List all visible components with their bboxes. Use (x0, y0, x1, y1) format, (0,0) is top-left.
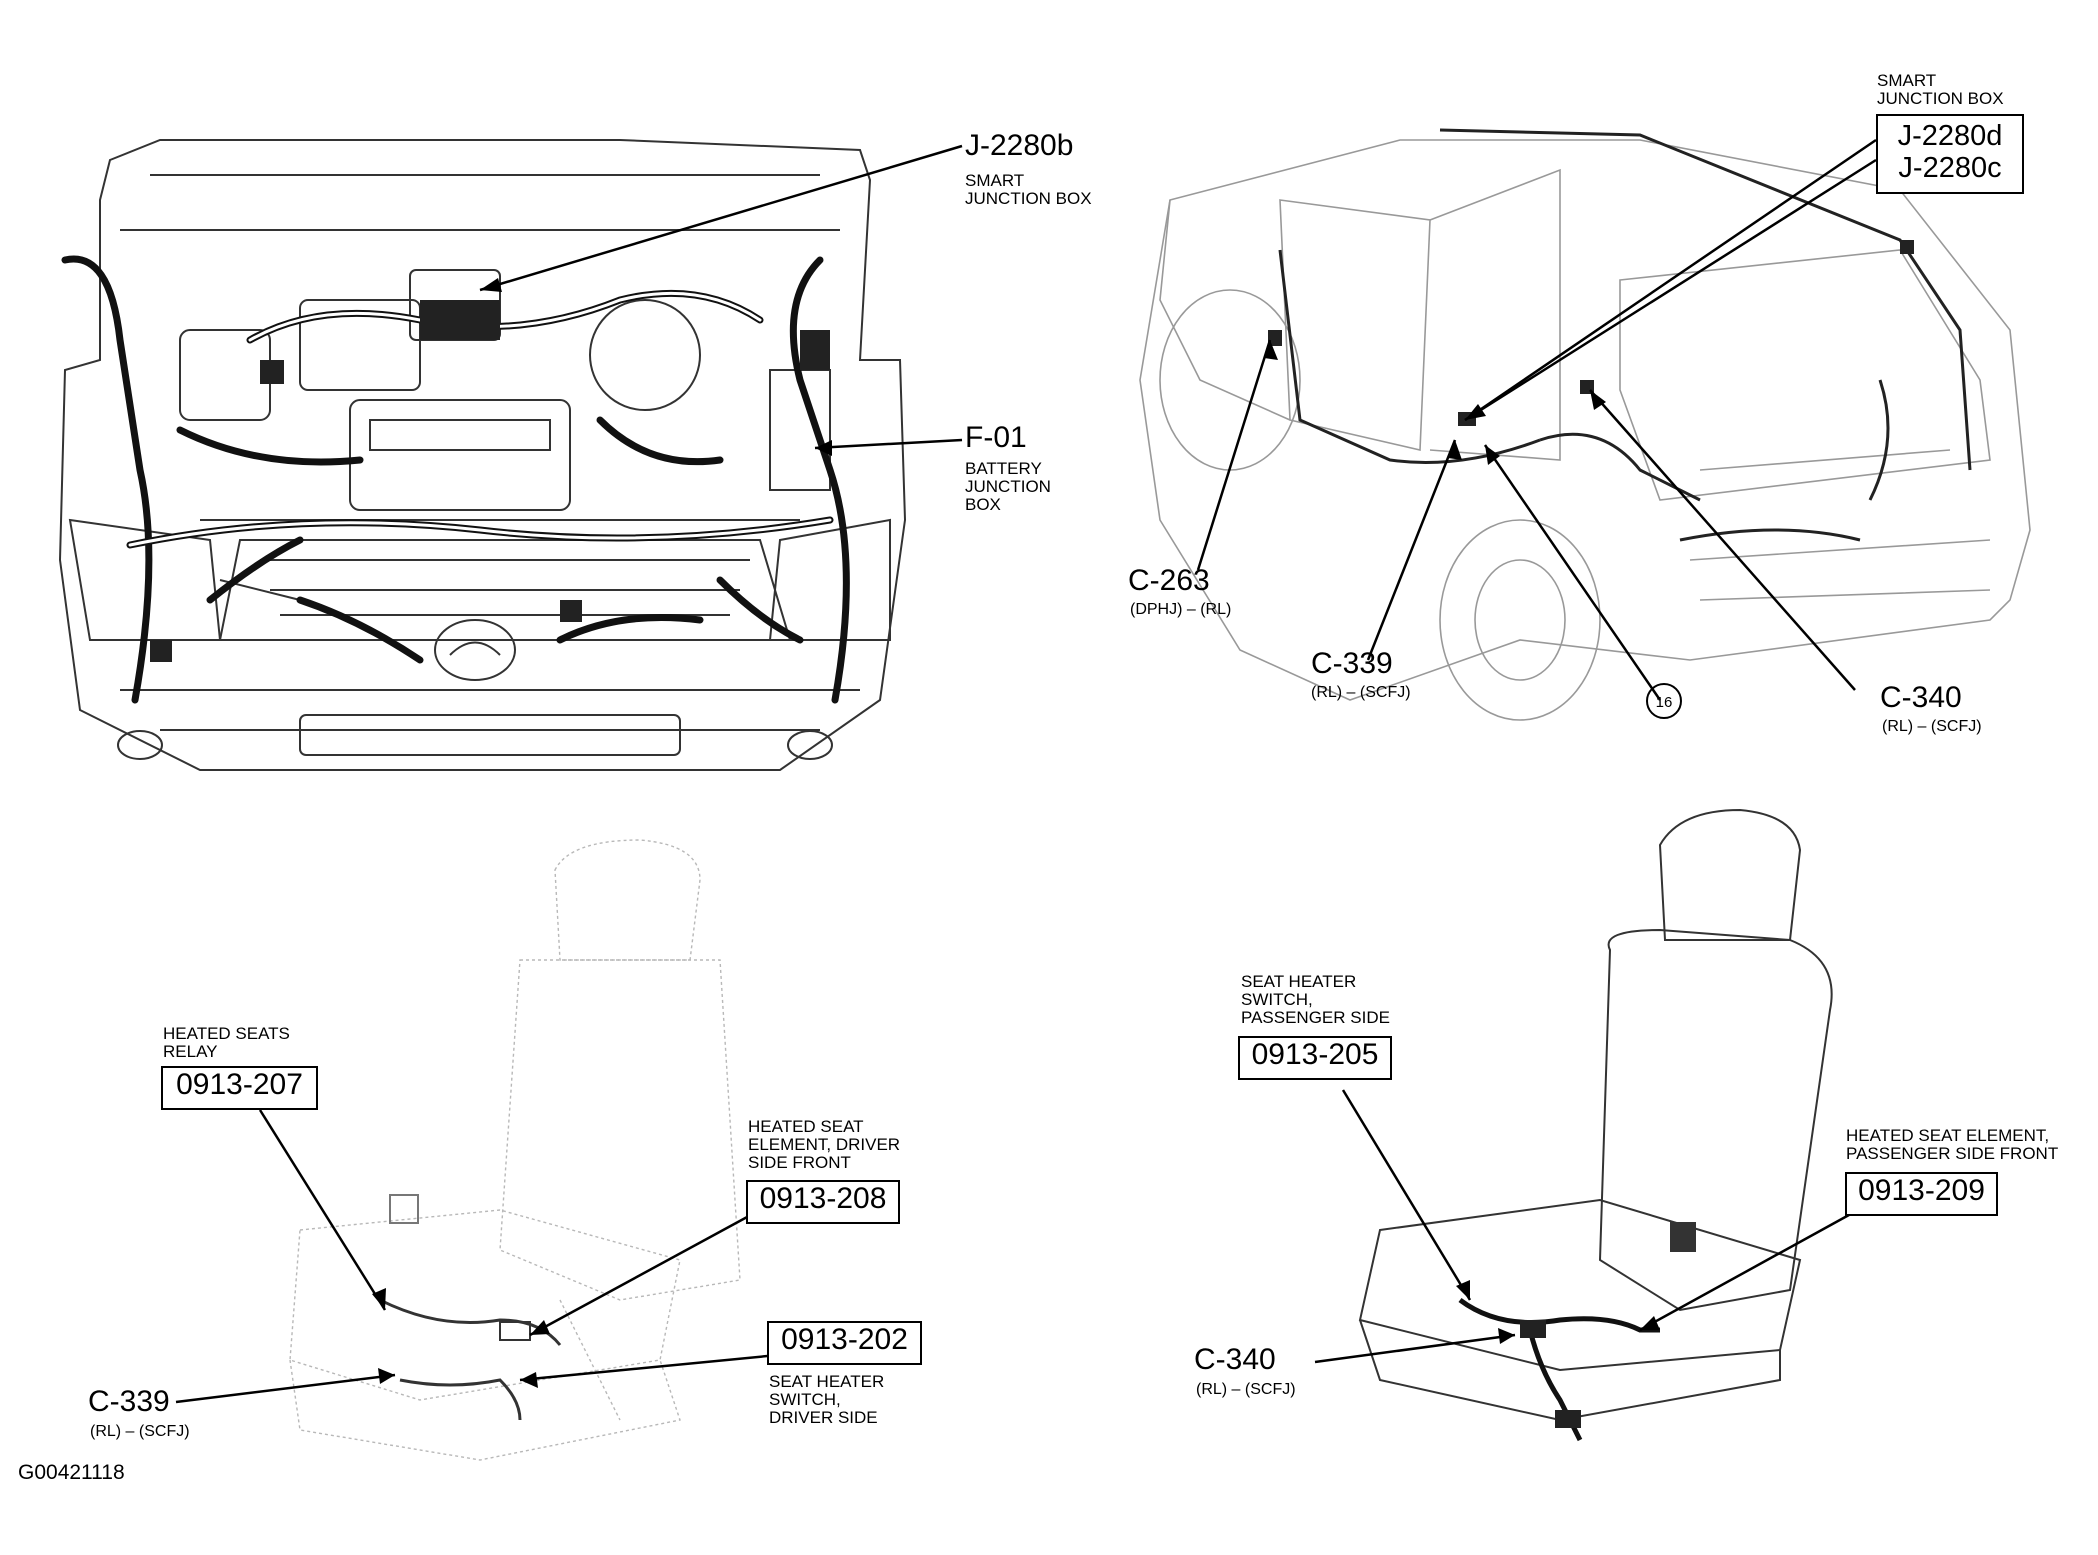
rear-sjb-codes: J-2280d J-2280c (1876, 114, 2024, 194)
battery-jb-desc: BATTERY JUNCTION BOX (965, 459, 1051, 514)
passenger-seat-illustration (1358, 808, 1833, 1442)
rear-sjb-desc: SMART JUNCTION BOX (1877, 71, 2004, 108)
rear-c339-code: C-339 (1311, 647, 1393, 680)
c263-code: C-263 (1128, 564, 1210, 597)
engine-bay-illustration (58, 139, 907, 771)
driver-switch-code: 0913-202 (767, 1321, 922, 1365)
rear-c340-desc: (RL) – (SCFJ) (1882, 718, 1982, 735)
callout-number: 16 (1646, 683, 1682, 719)
driver-seat-illustration (289, 839, 741, 1461)
driver-element-desc: HEATED SEAT ELEMENT, DRIVER SIDE FRONT (748, 1117, 901, 1172)
c263-desc: (DPHJ) – (RL) (1130, 601, 1232, 618)
battery-jb-code: F-01 (965, 421, 1027, 454)
relay-desc: HEATED SEATS RELAY (163, 1024, 290, 1061)
driver-switch-desc: SEAT HEATER SWITCH, DRIVER SIDE (769, 1372, 885, 1427)
engine-sjb-desc: SMART JUNCTION BOX (965, 171, 1092, 208)
driver-c339-code: C-339 (88, 1385, 170, 1418)
vehicle-rear-illustration (1139, 128, 2031, 721)
passenger-switch-desc: SEAT HEATER SWITCH, PASSENGER SIDE (1241, 972, 1390, 1027)
passenger-element-code: 0913-209 (1845, 1172, 1998, 1216)
relay-code: 0913-207 (161, 1066, 318, 1110)
figure-id: G00421118 (18, 1461, 125, 1484)
arrowheads (372, 278, 1660, 1388)
leader-lines (175, 138, 1877, 1404)
passenger-element-desc: HEATED SEAT ELEMENT, PASSENGER SIDE FRON… (1846, 1126, 2059, 1163)
engine-sjb-code: J-2280b (965, 129, 1074, 162)
passenger-c340-code: C-340 (1194, 1343, 1276, 1376)
passenger-c340-desc: (RL) – (SCFJ) (1196, 1381, 1296, 1398)
rear-c339-desc: (RL) – (SCFJ) (1311, 684, 1411, 701)
driver-element-code: 0913-208 (746, 1180, 900, 1224)
driver-c339-desc: (RL) – (SCFJ) (90, 1423, 190, 1440)
rear-c340-code: C-340 (1880, 681, 1962, 714)
passenger-switch-code: 0913-205 (1238, 1036, 1392, 1080)
